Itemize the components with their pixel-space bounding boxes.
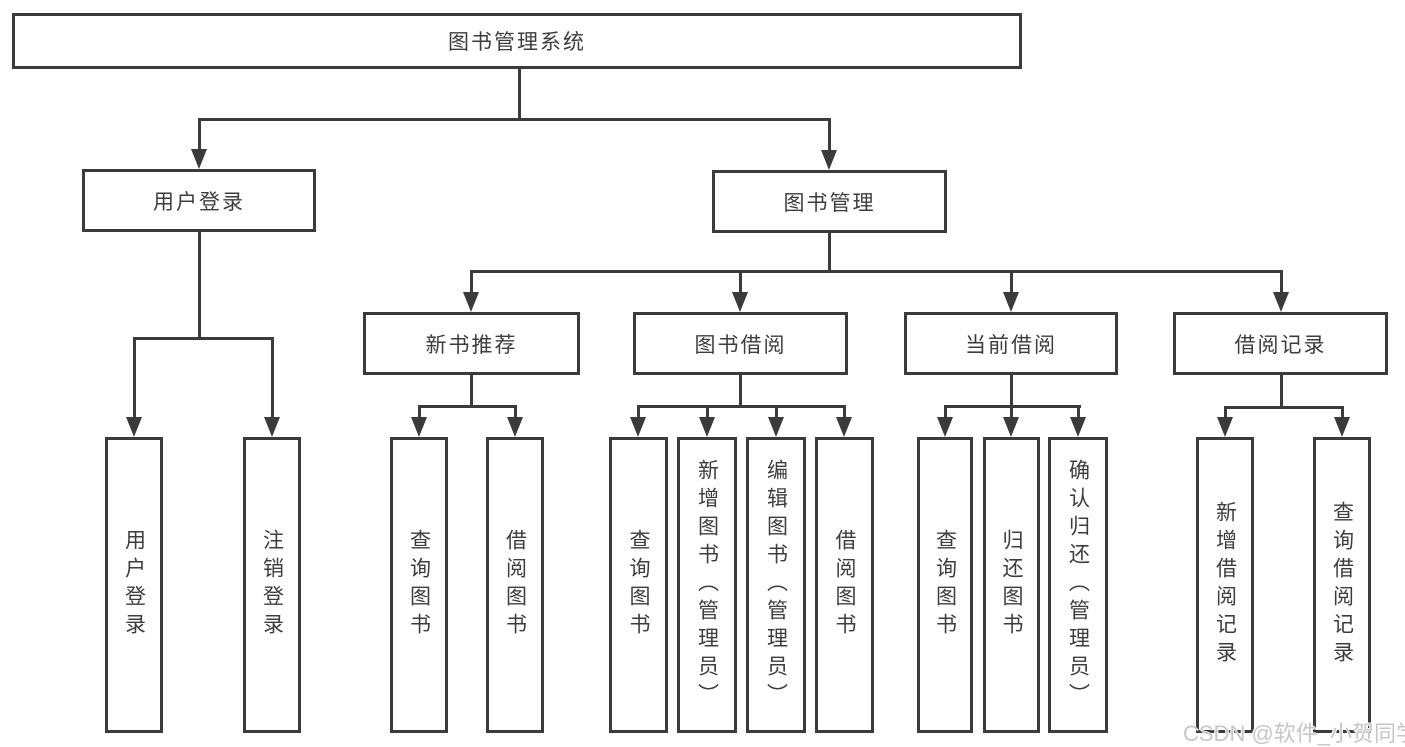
connector-book-borrow-split <box>637 405 846 408</box>
node-cb-confirm-return-admin: 确认归还（管理员） <box>1048 437 1108 733</box>
arrowhead-book-mgmt-icon <box>821 150 837 170</box>
arrowhead-leaf-login-icon <box>126 417 142 437</box>
arrowhead-cb-return-icon <box>1003 417 1019 437</box>
arrowhead-bb-edit-icon <box>768 417 784 437</box>
connector-to-bb-add <box>706 405 709 423</box>
node-nbr-query-books: 查询图书 <box>390 437 448 733</box>
node-bb-query-books: 查询图书 <box>609 437 668 733</box>
connector-book-mgmt-stem <box>828 233 831 270</box>
connector-new-book-rec-split <box>418 405 517 408</box>
connector-to-br-query <box>1341 406 1344 423</box>
connector-to-new-book-rec <box>470 270 473 294</box>
arrowhead-new-book-rec-icon <box>463 292 479 312</box>
node-book-mgmt: 图书管理 <box>712 170 947 233</box>
connector-current-borrow-stem <box>1010 375 1013 405</box>
connector-new-book-rec-stem <box>470 375 473 405</box>
arrowhead-bb-add-icon <box>699 417 715 437</box>
node-borrow-records: 借阅记录 <box>1173 312 1388 375</box>
connector-to-user-login <box>198 118 201 152</box>
arrowhead-bb-borrow-icon <box>836 417 852 437</box>
node-book-borrow: 图书借阅 <box>633 312 848 375</box>
connector-to-bb-query <box>637 405 640 423</box>
node-new-book-rec: 新书推荐 <box>363 312 580 375</box>
node-bb-borrow-books: 借阅图书 <box>815 437 874 733</box>
connector-to-leaf-login <box>133 337 136 422</box>
node-user-login: 用户登录 <box>82 169 316 232</box>
csdn-watermark: CSDN @软件_小贺同学 <box>1183 721 1405 746</box>
connector-borrow-records-split <box>1224 406 1344 409</box>
arrowhead-current-borrow-icon <box>1003 292 1019 312</box>
arrowhead-bb-query-icon <box>630 417 646 437</box>
connector-user-login-stem <box>198 232 201 337</box>
node-cb-query-books: 查询图书 <box>917 437 973 733</box>
connector-to-cb-confirm <box>1077 405 1080 423</box>
arrowhead-cb-confirm-icon <box>1070 417 1086 437</box>
connector-to-cb-return <box>1010 405 1013 423</box>
node-library-system: 图书管理系统 <box>12 13 1022 69</box>
arrowhead-nbr-borrow-icon <box>507 417 523 437</box>
connector-root-split <box>198 118 831 121</box>
node-leaf-user-login: 用户登录 <box>105 437 163 733</box>
connector-book-mgmt-split <box>470 270 1283 273</box>
node-br-add-record: 新增借阅记录 <box>1196 437 1254 733</box>
connector-borrow-records-stem <box>1280 375 1283 406</box>
node-br-query-record: 查询借阅记录 <box>1313 437 1371 733</box>
arrowhead-book-borrow-icon <box>732 292 748 312</box>
connector-to-book-borrow <box>739 270 742 294</box>
node-current-borrow: 当前借阅 <box>904 312 1118 375</box>
node-bb-edit-books-admin: 编辑图书（管理员） <box>746 437 806 733</box>
connector-book-borrow-stem <box>739 375 742 405</box>
connector-to-leaf-logout <box>271 337 274 422</box>
arrowhead-leaf-logout-icon <box>264 417 280 437</box>
node-bb-add-books-admin: 新增图书（管理员） <box>677 437 737 733</box>
node-nbr-borrow-books: 借阅图书 <box>486 437 544 733</box>
arrowhead-user-login-icon <box>191 149 207 169</box>
connector-to-cb-query <box>944 405 947 423</box>
connector-to-current-borrow <box>1010 270 1013 294</box>
connector-to-borrow-records <box>1280 270 1283 294</box>
arrowhead-borrow-records-icon <box>1273 292 1289 312</box>
connector-to-nbr-borrow <box>514 405 517 423</box>
arrowhead-nbr-query-icon <box>411 417 427 437</box>
arrowhead-br-add-icon <box>1217 417 1233 437</box>
node-cb-return-books: 归还图书 <box>983 437 1040 733</box>
arrowhead-br-query-icon <box>1334 417 1350 437</box>
connector-to-nbr-query <box>418 405 421 423</box>
connector-root-stem <box>518 69 521 119</box>
connector-user-login-split <box>133 337 274 340</box>
node-leaf-logout: 注销登录 <box>243 437 301 733</box>
arrowhead-cb-query-icon <box>937 417 953 437</box>
connector-to-book-mgmt <box>828 118 831 152</box>
connector-to-bb-borrow <box>843 405 846 423</box>
connector-to-bb-edit <box>775 405 778 423</box>
connector-to-br-add <box>1224 406 1227 423</box>
